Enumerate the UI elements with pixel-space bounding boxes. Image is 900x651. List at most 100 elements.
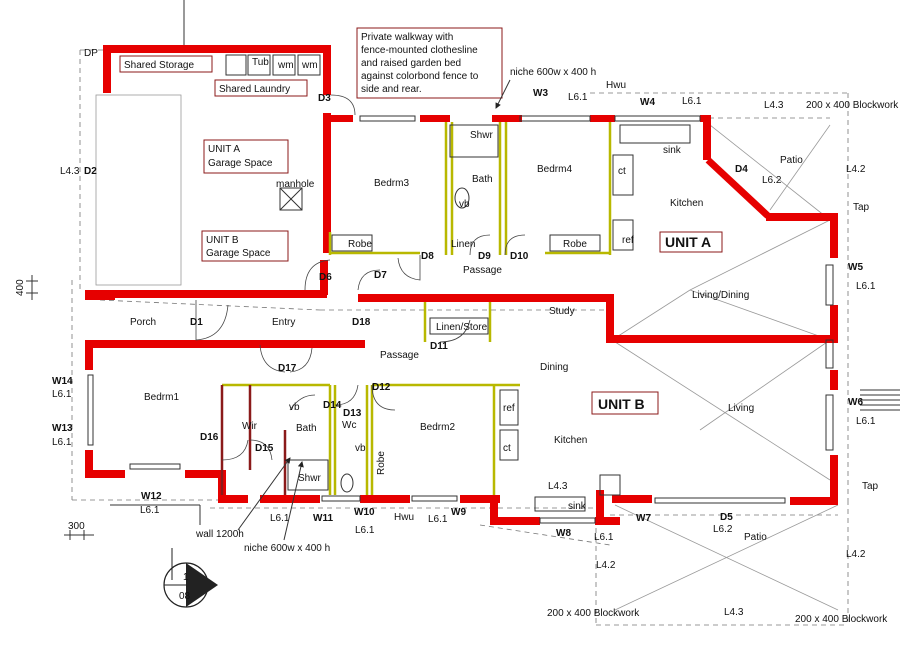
wm-label-2: wm: [301, 60, 318, 71]
living-label: Living: [728, 403, 754, 414]
dim-l42-right: L4.2: [846, 164, 866, 175]
sink-b-label: sink: [568, 501, 587, 512]
dim-l43-top: L4.3: [764, 100, 784, 111]
niche-top-leader: [495, 79, 511, 109]
ref-a-label: ref: [622, 235, 634, 246]
vb-a-label: vb: [459, 199, 470, 210]
dimension-ticks: [26, 275, 94, 540]
tap-label-2: Tap: [862, 481, 879, 492]
dim-l61-w4: L6.1: [682, 96, 702, 107]
manhole-label: manhole: [276, 179, 315, 190]
door-tag-d4: D4: [735, 164, 748, 175]
wm-label-1: wm: [277, 60, 294, 71]
unit-b-label: UNIT B: [598, 396, 645, 412]
linen-store-label: Linen/Store: [436, 322, 488, 333]
door-tag-d3: D3: [318, 93, 331, 104]
dim-400: 400: [15, 279, 26, 296]
door-tag-d7: D7: [374, 270, 387, 281]
dim-l61-w12: L6.1: [140, 505, 160, 516]
door-tag-d11: D11: [430, 341, 448, 352]
window-tag-w6: W6: [848, 397, 863, 408]
window-tag-w4: W4: [640, 97, 655, 108]
garage-b-line1: UNIT B: [206, 235, 239, 246]
dim-l42-b1: L4.2: [846, 549, 866, 560]
shwr-a-label: Shwr: [470, 130, 493, 141]
window-tags: W3 W4 W5 W6 W7 W8 W9 W10 W11 W12 W13 W14: [52, 88, 863, 539]
patio-angled-wall: [705, 157, 771, 219]
niche-top-label: niche 600w x 400 h: [510, 67, 596, 78]
ct-a-label: ct: [618, 166, 626, 177]
door-tag-d13: D13: [343, 408, 362, 419]
annotations: 200 x 400 Blockwork 200 x 400 Blockwork …: [195, 67, 899, 625]
study-label: Study: [549, 306, 575, 317]
drafting-lines: [71, 0, 900, 626]
bath-a-label: Bath: [472, 174, 493, 185]
walkway-note-line-1: Private walkway with: [361, 32, 453, 43]
door-tag-d18: D18: [352, 317, 371, 328]
ref-b-label: ref: [503, 403, 515, 414]
niche-bottom-label: niche 600w x 400 h: [244, 543, 330, 554]
door-tag-d1: D1: [190, 317, 203, 328]
kitchen-b-label: Kitchen: [554, 435, 587, 446]
sink-a-label: sink: [663, 145, 682, 156]
door-tag-d5: D5: [720, 512, 733, 523]
dim-l61-w5: L6.1: [856, 281, 876, 292]
dim-l61-w13: L6.1: [52, 437, 72, 448]
internal-walls: [222, 122, 612, 495]
window-tag-w5: W5: [848, 262, 863, 273]
dim-l62-d4: L6.2: [762, 175, 782, 186]
wir-label: Wir: [242, 421, 258, 432]
door-tag-d10: D10: [510, 251, 529, 262]
wc-label: Wc: [342, 420, 356, 431]
door-tag-d14: D14: [323, 400, 342, 411]
section-number: 1: [183, 572, 189, 583]
patio-a-label: Patio: [780, 155, 803, 166]
blockwork-b1-label: 200 x 400 Blockwork: [547, 608, 640, 619]
garage-b-box: [201, 230, 289, 262]
window-tag-w14: W14: [52, 376, 73, 387]
dim-l61-w6: L6.1: [856, 416, 876, 427]
dim-l61-w9: L6.1: [428, 514, 448, 525]
living-dining-label: Living/Dining: [692, 290, 749, 301]
door-tag-d9: D9: [478, 251, 491, 262]
window-tag-w3: W3: [533, 88, 548, 99]
robe-a4-box: [549, 234, 601, 252]
window-tag-w8: W8: [556, 528, 571, 539]
garage-a-line1: UNIT A: [208, 144, 240, 155]
unit-a-box: [659, 231, 723, 253]
ct-b-label: ct: [503, 443, 511, 454]
dim-l62-d5: L6.2: [713, 524, 733, 535]
dp-label: DP: [84, 48, 98, 59]
window-tag-w13: W13: [52, 423, 73, 434]
porch-label: Porch: [130, 317, 156, 328]
door-tag-d17: D17: [278, 363, 297, 374]
walkway-note-line-2: fence-mounted clothesline: [361, 45, 478, 56]
window-tag-w12: W12: [141, 491, 162, 502]
window-tag-w11: W11: [313, 513, 333, 524]
shared-laundry-label: Shared Laundry: [219, 84, 290, 95]
linen-store-box: [429, 317, 489, 335]
door-tag-d6: D6: [319, 272, 332, 283]
windows: [87, 115, 834, 524]
patio-b-label: Patio: [744, 532, 767, 543]
dim-l61-w10: L6.1: [355, 525, 375, 536]
section-marker: 1 08: [163, 548, 218, 608]
door-tag-d2: D2: [84, 166, 97, 177]
walkway-note-box: [356, 27, 503, 99]
passage-a-label: Passage: [463, 265, 502, 276]
window-tag-w7: W7: [636, 513, 651, 524]
bath-b-label: Bath: [296, 423, 317, 434]
vb-b1-label: vb: [289, 402, 300, 413]
labels: DP Shared Storage Tub wm wm Shared Laund…: [84, 32, 803, 543]
walkway-note-line-3: and raised garden bed: [361, 58, 461, 69]
shared-storage-label: Shared Storage: [124, 60, 194, 71]
exterior-walls: [85, 45, 838, 525]
bedrm3-label: Bedrm3: [374, 178, 409, 189]
door-tag-d16: D16: [200, 432, 219, 443]
shared-laundry-box: [214, 79, 308, 97]
dim-l43-bottom: L4.3: [724, 607, 744, 618]
door-swings: [195, 94, 526, 461]
unit-a-label: UNIT A: [665, 234, 711, 250]
tub-label: Tub: [252, 57, 269, 68]
